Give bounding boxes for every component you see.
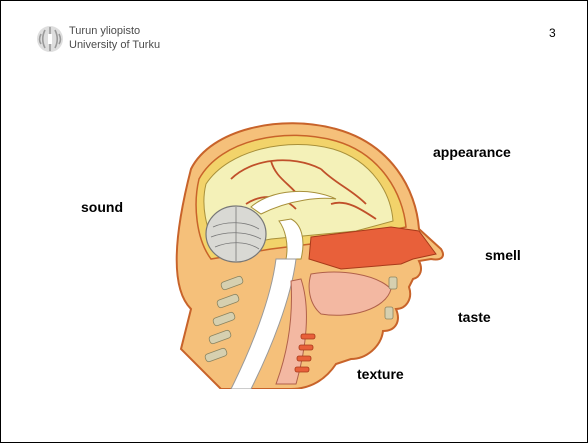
- label-taste: taste: [458, 309, 491, 325]
- page-number: 3: [549, 26, 556, 40]
- university-seal-icon: [35, 24, 65, 54]
- head-cross-section-illustration: [151, 109, 451, 389]
- label-sound: sound: [81, 199, 123, 215]
- label-texture: texture: [357, 366, 404, 382]
- university-name-en: University of Turku: [69, 38, 160, 52]
- university-name: Turun yliopisto University of Turku: [69, 24, 160, 52]
- label-appearance: appearance: [433, 144, 511, 160]
- label-smell: smell: [485, 247, 521, 263]
- university-name-fi: Turun yliopisto: [69, 24, 160, 38]
